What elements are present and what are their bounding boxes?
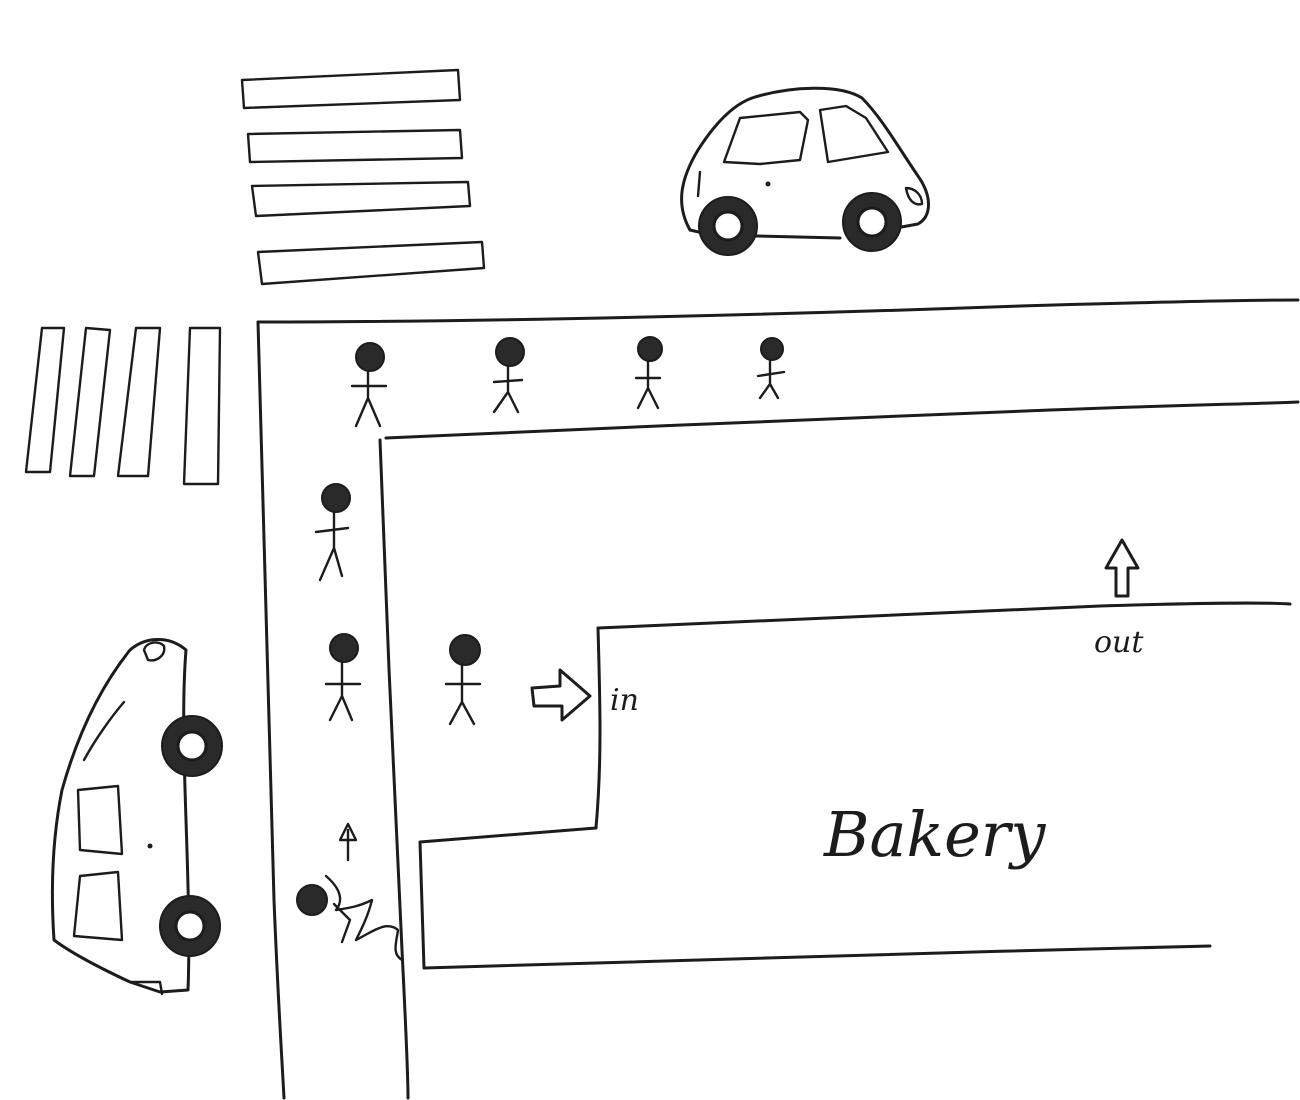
pedestrian-icon xyxy=(324,633,362,722)
pedestrian-icon xyxy=(350,342,388,428)
crosswalk-top xyxy=(240,68,486,286)
car-icon xyxy=(680,86,930,256)
entrance-arrow-icon xyxy=(530,668,592,722)
exit-label: out xyxy=(1094,625,1144,660)
crosswalk-left xyxy=(24,326,222,486)
entrance-label: in xyxy=(610,683,639,718)
pedestrian-icon xyxy=(492,337,525,414)
cyclist-icon xyxy=(296,874,404,962)
car-icon xyxy=(50,638,223,996)
exit-arrow-icon xyxy=(1104,538,1140,598)
pedestrian-icon xyxy=(634,336,663,410)
bakery-label: Bakery xyxy=(823,798,1046,871)
pedestrian-icon xyxy=(314,483,351,582)
pedestrian-icon xyxy=(444,634,482,726)
arrow-icon xyxy=(338,822,358,862)
road-outlines xyxy=(256,298,1300,1100)
pedestrian-icon xyxy=(756,337,786,400)
